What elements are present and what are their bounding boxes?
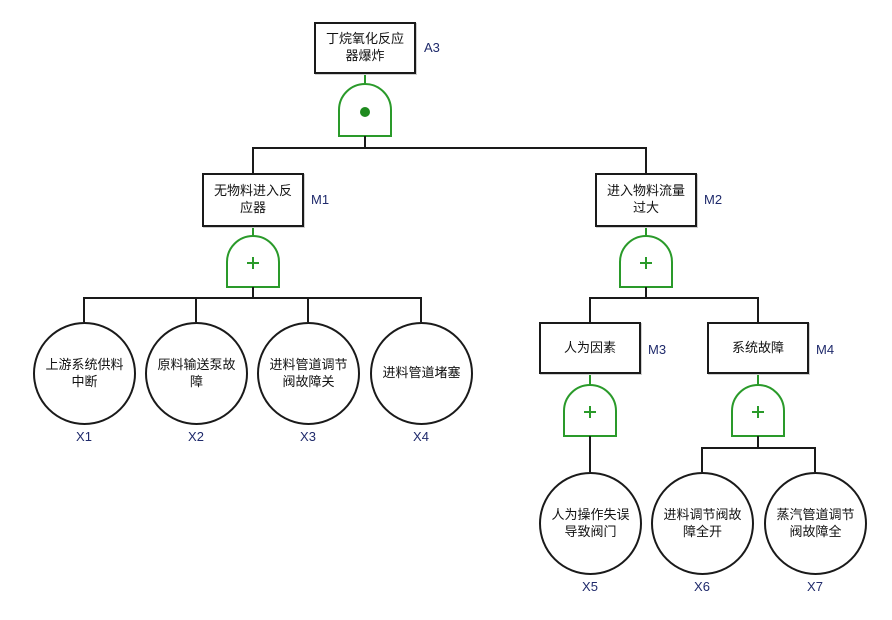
event-id-x2: X2: [188, 429, 204, 444]
event-id-x7: X7: [807, 579, 823, 594]
event-id-x1: X1: [76, 429, 92, 444]
basic-event-x6[interactable]: 进料调节阀故障全开: [651, 472, 754, 575]
basic-event-x5[interactable]: 人为操作失误导致阀门: [539, 472, 642, 575]
event-label: 系统故障: [731, 340, 784, 356]
plus-icon: [752, 406, 764, 418]
event-box-m3[interactable]: 人为因素: [539, 322, 641, 374]
event-label: 无物料进入反应器: [213, 184, 292, 216]
connector-m1-children: [83, 297, 422, 322]
plus-icon: [640, 257, 652, 269]
event-label: 进料调节阀故障全开: [663, 507, 742, 540]
connector-m2-children: [589, 297, 759, 322]
basic-event-x4[interactable]: 进料管道堵塞: [370, 322, 473, 425]
event-label: 人为因素: [563, 340, 616, 356]
dot-icon: [360, 107, 370, 117]
connector-a3-children: [252, 147, 647, 173]
event-id-x4: X4: [413, 429, 429, 444]
event-label: 原料输送泵故障: [157, 357, 236, 390]
basic-event-x1[interactable]: 上游系统供料中断: [33, 322, 136, 425]
event-label: 进料管道堵塞: [382, 366, 461, 381]
event-label: 上游系统供料中断: [45, 357, 124, 390]
connector-m4-children: [701, 447, 816, 472]
event-id-m2: M2: [704, 192, 723, 207]
event-id-x3: X3: [300, 429, 316, 444]
event-id-m3: M3: [648, 342, 667, 357]
event-label: 蒸汽管道调节阀故障全: [776, 507, 855, 540]
basic-event-x2[interactable]: 原料输送泵故障: [145, 322, 248, 425]
event-id-m1: M1: [311, 192, 330, 207]
basic-event-x3[interactable]: 进料管道调节阀故障关: [257, 322, 360, 425]
event-box-m1[interactable]: 无物料进入反应器: [202, 173, 304, 227]
event-label: 丁烷氧化反应器爆炸: [325, 32, 404, 64]
event-label: 进料管道调节阀故障关: [269, 357, 348, 390]
event-box-m4[interactable]: 系统故障: [707, 322, 809, 374]
event-box-m2[interactable]: 进入物料流量过大: [595, 173, 697, 227]
event-id-m4: M4: [816, 342, 835, 357]
plus-icon: [584, 406, 596, 418]
event-id-a3: A3: [424, 40, 440, 55]
event-label: 人为操作失误导致阀门: [551, 507, 630, 540]
event-label: 进入物料流量过大: [606, 184, 685, 216]
basic-event-x7[interactable]: 蒸汽管道调节阀故障全: [764, 472, 867, 575]
event-id-x6: X6: [694, 579, 710, 594]
event-id-x5: X5: [582, 579, 598, 594]
plus-icon: [247, 257, 259, 269]
event-box-a3[interactable]: 丁烷氧化反应器爆炸: [314, 22, 416, 74]
